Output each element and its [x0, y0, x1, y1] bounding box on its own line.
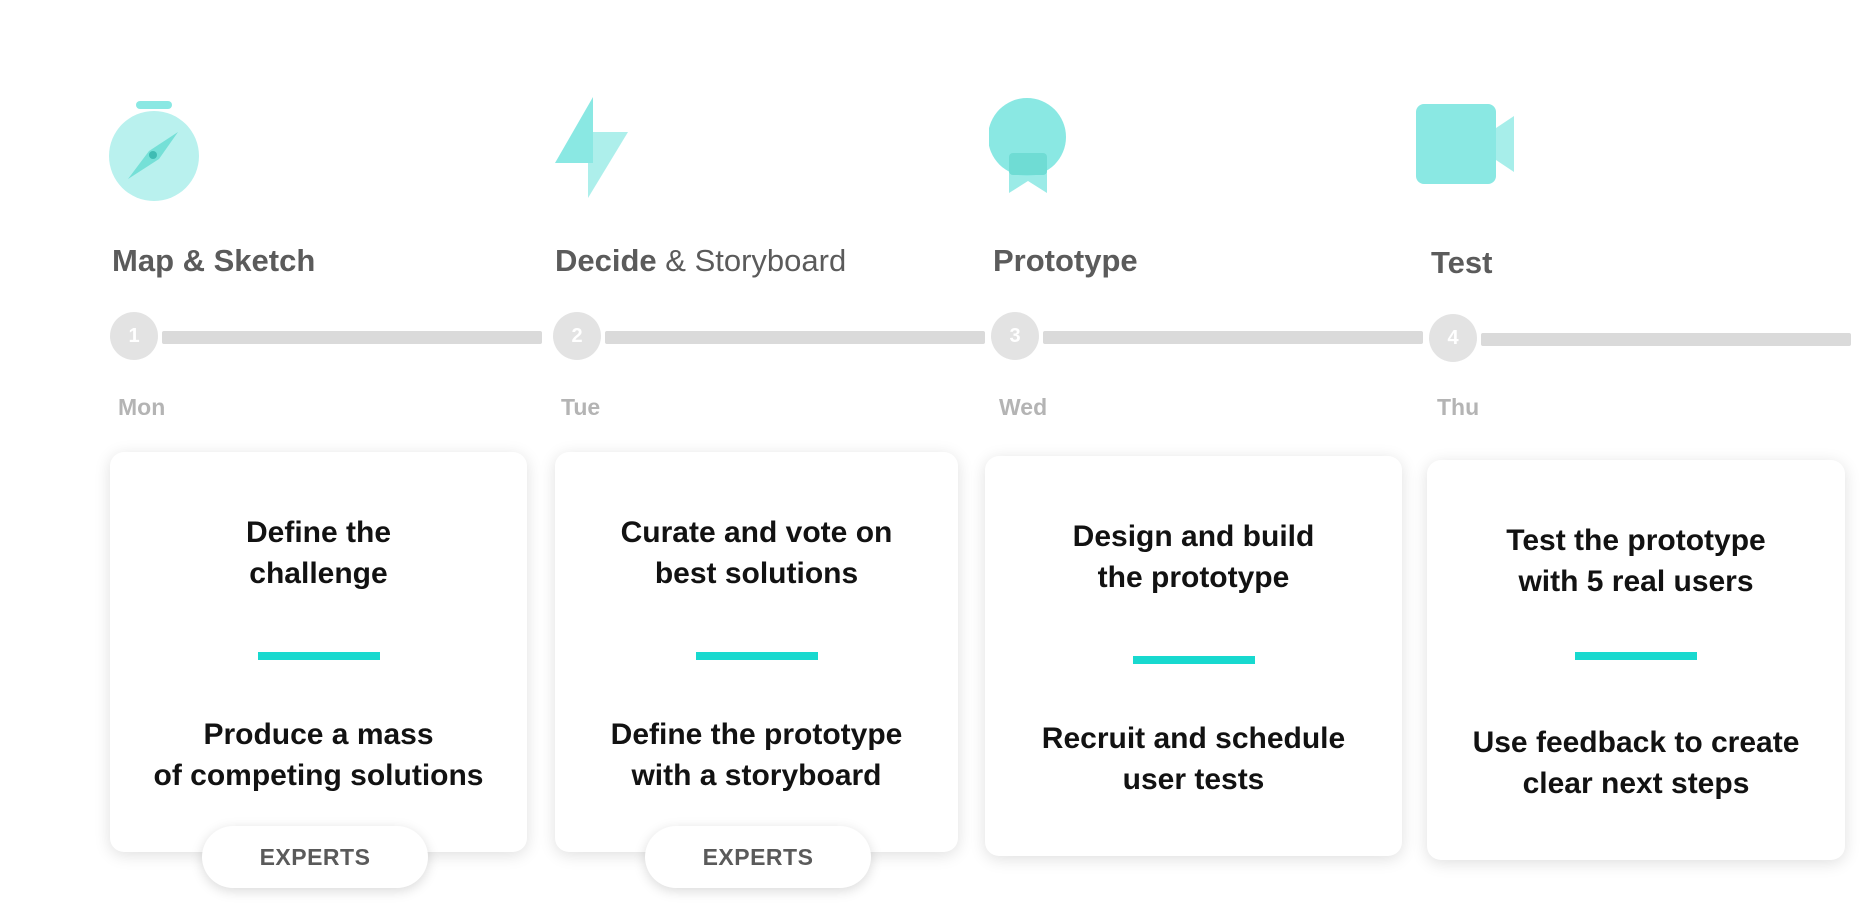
phase-decide-storyboard: Decide & Storyboard 2 Tue Curate and vot… — [543, 0, 985, 914]
day-label: Mon — [118, 394, 166, 420]
card-divider — [695, 652, 818, 660]
day-label: Tue — [561, 394, 601, 420]
card-output-text: Define the prototype with a storyboard — [610, 718, 903, 792]
phase-card: Define the challenge Produce a mass of c… — [110, 452, 527, 852]
video-camera-icon — [1416, 104, 1514, 184]
timeline-track — [162, 331, 542, 344]
phase-card: Design and build the prototype Recruit a… — [985, 456, 1402, 856]
phase-map-sketch: Map & Sketch 1 Mon Define the challenge … — [100, 0, 542, 914]
compass-stopwatch-icon — [109, 101, 199, 201]
day-label: Thu — [1437, 394, 1480, 420]
phase-title: Prototype — [993, 243, 1138, 278]
card-output-text: Use feedback to create clear next steps — [1472, 726, 1800, 800]
card-divider — [1575, 652, 1697, 660]
step-4-marker: 4 — [1429, 314, 1477, 362]
timeline-track — [1481, 333, 1851, 346]
card-goal-text: Design and build the prototype — [1072, 520, 1315, 594]
card-output-text: Recruit and schedule user tests — [1041, 722, 1346, 796]
award-ribbon-icon — [989, 98, 1066, 193]
experts-badge[interactable]: EXPERTS — [202, 826, 428, 888]
timeline-track — [605, 331, 985, 344]
phase-card: Curate and vote on best solutions Define… — [555, 452, 958, 852]
card-divider — [1132, 656, 1255, 664]
timeline-track — [1043, 331, 1423, 344]
lightning-bolt-icon — [555, 97, 628, 198]
experts-badge[interactable]: EXPERTS — [645, 826, 871, 888]
step-2-marker: 2 — [553, 312, 601, 360]
card-divider — [257, 652, 380, 660]
step-1-marker: 1 — [110, 312, 158, 360]
card-goal-text: Curate and vote on best solutions — [620, 516, 893, 590]
phase-title: Test — [1431, 245, 1493, 280]
phase-card: Test the prototype with 5 real users Use… — [1427, 460, 1845, 860]
phase-prototype: Prototype 3 Wed Design and build the pro… — [981, 0, 1423, 914]
step-3-marker: 3 — [991, 312, 1039, 360]
phase-title: Map & Sketch — [112, 243, 316, 278]
phase-title: Decide & Storyboard — [555, 243, 847, 278]
card-output-text: Produce a mass of competing solutions — [153, 718, 484, 792]
day-label: Wed — [999, 394, 1048, 420]
card-goal-text: Define the challenge — [245, 516, 392, 590]
phase-test: Test 4 Thu Test the prototype with 5 rea… — [1416, 0, 1851, 914]
card-goal-text: Test the prototype with 5 real users — [1506, 524, 1766, 598]
